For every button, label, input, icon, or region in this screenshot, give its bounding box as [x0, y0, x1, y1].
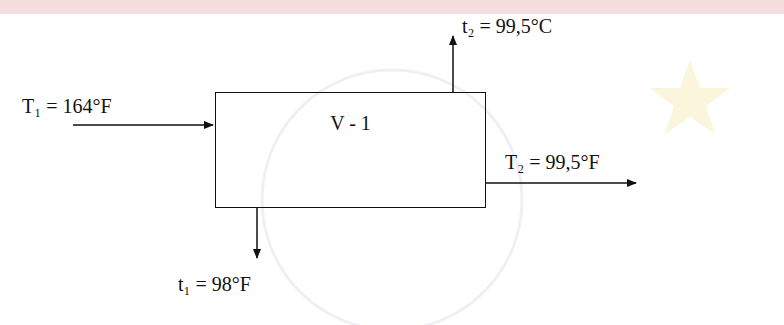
vapor-arrow [452, 36, 454, 92]
temperature-label: T₁ = 164°F [22, 96, 112, 116]
temperature-label: t₂ = 99,5°C [462, 16, 552, 36]
process-box: V - 1 [215, 92, 486, 208]
temperature-label: T₂ = 99,5°F [505, 152, 600, 172]
temperature-label: t₁ = 98°F [178, 274, 251, 294]
inlet-arrow [73, 124, 213, 126]
watermark-ring [262, 70, 522, 325]
outlet-arrow [486, 182, 636, 184]
bottom-arrow [256, 208, 258, 258]
equipment-tag: V - 1 [216, 113, 485, 133]
watermark-band [0, 0, 784, 14]
watermark-star [650, 60, 730, 134]
